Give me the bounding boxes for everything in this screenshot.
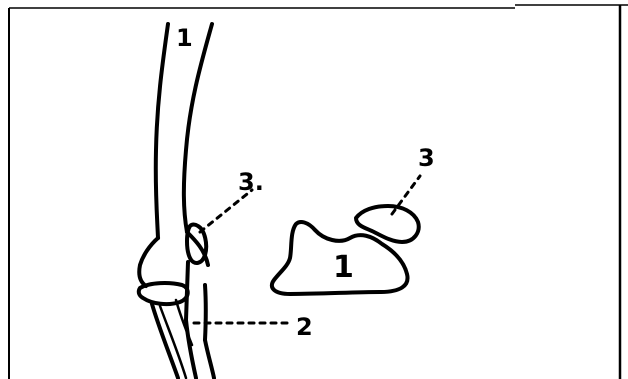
- label-1-shaft: 1: [176, 24, 193, 52]
- label-2: 2: [296, 313, 313, 341]
- leader-line-3-left: [200, 190, 252, 232]
- label-1-isolated: 1: [333, 250, 354, 285]
- label-3-left: 3.: [238, 168, 264, 196]
- label-3-right: 3: [418, 144, 435, 172]
- long-bone-drawing: [139, 24, 214, 378]
